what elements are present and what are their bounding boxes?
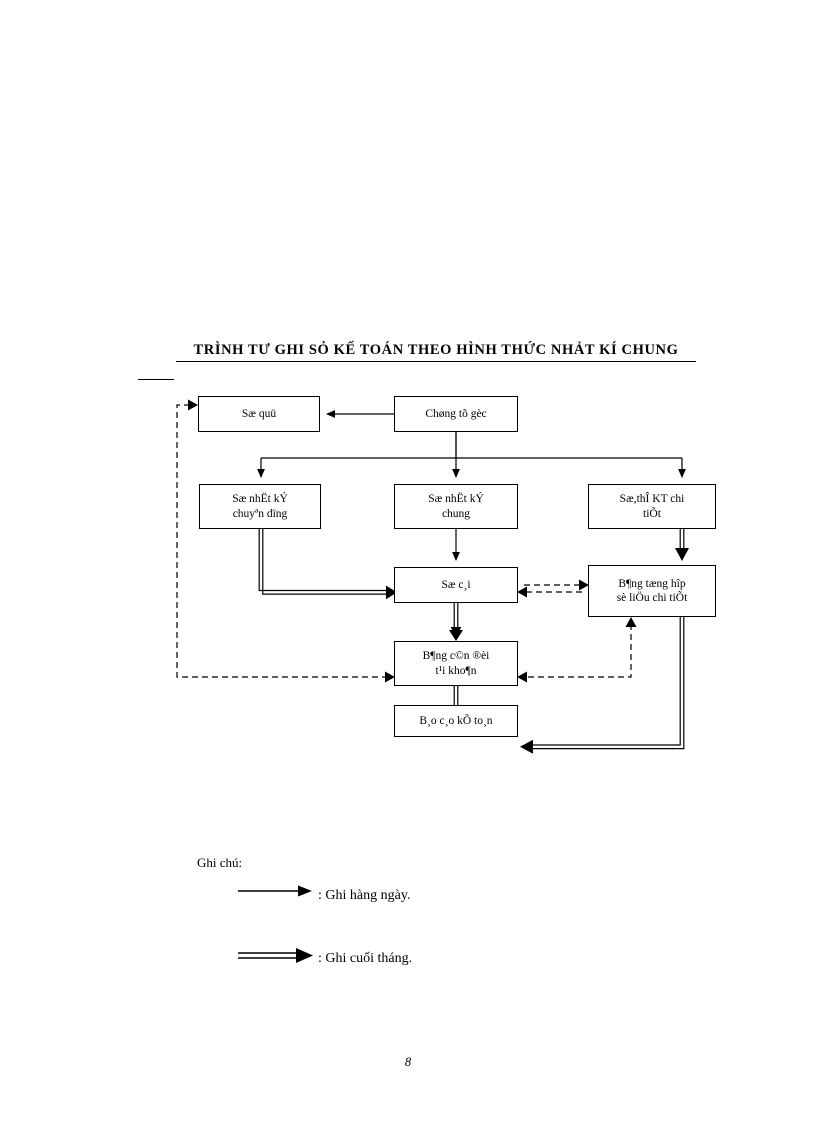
node-so-nhat-ky-chuyen-dung[interactable]: Sæ nhËt kÝ chuyªn dïng <box>199 484 321 529</box>
node-label-line2: chuyªn dïng <box>232 507 288 520</box>
node-label-line2: sè liÖu chi tiÕt <box>616 592 688 604</box>
node-label-line2: t¹i kho¶n <box>435 664 477 677</box>
node-label: Chøng tõ gèc <box>425 407 487 420</box>
double-arrow-icon <box>238 948 313 963</box>
node-label-line2: chung <box>441 507 471 520</box>
node-label-line2: tiÕt <box>643 507 661 520</box>
page-title: TRÌNH TƯ GHI SỎ KẾ TOÁN THEO HÌNH THỨC N… <box>176 342 696 362</box>
legend-title: Ghi chú: <box>197 855 243 870</box>
node-so-the-ke-toan-chi-tiet[interactable]: Sæ,thÎ KT chi tiÕt <box>588 484 716 529</box>
node-chung-tu-goc[interactable]: Chøng tõ gèc <box>394 396 518 432</box>
title-left-rule <box>138 379 174 380</box>
node-label-line1: B¶ng tæng hîp <box>618 577 686 590</box>
node-bang-can-doi-tai-khoan[interactable]: B¶ng c©n ®èi t¹i kho¶n <box>394 641 518 686</box>
node-so-cai[interactable]: Sæ c¸i <box>394 567 518 603</box>
node-label-line1: Sæ nhËt kÝ <box>428 493 484 506</box>
single-arrow-icon <box>238 885 312 897</box>
node-label: B¸o c¸o kÕ to¸n <box>419 714 493 727</box>
node-bao-cao-ke-toan[interactable]: B¸o c¸o kÕ to¸n <box>394 705 518 737</box>
node-so-quy[interactable]: Sæ quü <box>198 396 320 432</box>
node-label-line1: B¶ng c©n ®èi <box>422 650 490 663</box>
legend-item-daily: : Ghi hàng ngày. <box>318 888 411 903</box>
node-bang-tong-hop-so-lieu-chi-tiet[interactable]: B¶ng tæng hîp sè liÖu chi tiÕt <box>588 565 716 617</box>
node-so-nhat-ky-chung[interactable]: Sæ nhËt kÝ chung <box>394 484 518 529</box>
node-label: Sæ c¸i <box>441 578 471 591</box>
page-number: 8 <box>404 1055 412 1069</box>
node-label-line1: Sæ nhËt kÝ <box>232 493 288 506</box>
node-label-line1: Sæ,thÎ KT chi <box>619 493 685 506</box>
node-label: Sæ quü <box>241 407 277 420</box>
legend-item-monthly: : Ghi cuối tháng. <box>318 951 413 966</box>
